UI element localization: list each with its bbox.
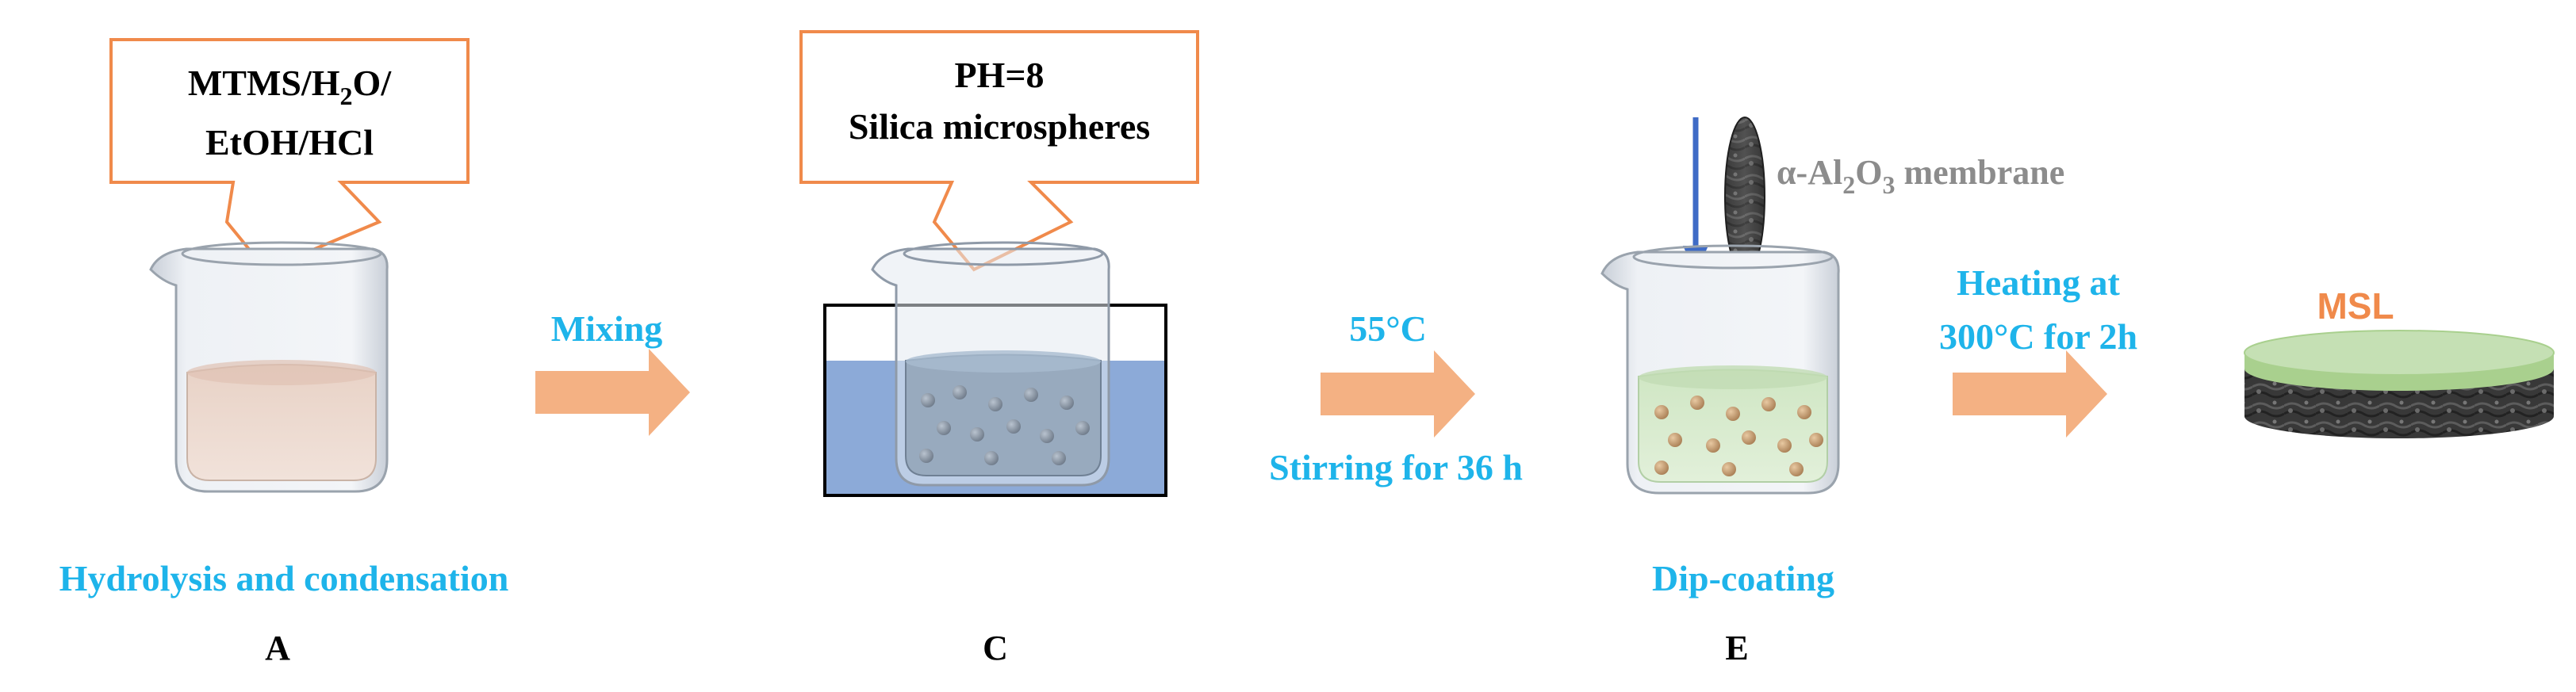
step-a-caption: Hydrolysis and condensation bbox=[59, 558, 509, 598]
membrane-mid: O bbox=[1855, 153, 1882, 192]
process-arrow-2 bbox=[1321, 350, 1475, 438]
beaker-e bbox=[1600, 244, 1840, 495]
product-label: MSL bbox=[2317, 285, 2394, 327]
step-a-reagent-line2: EtOH/HCl bbox=[205, 122, 374, 162]
step-c-letter: C bbox=[983, 629, 1008, 667]
process-arrow-3 bbox=[1953, 350, 2107, 438]
step-e-caption: Dip-coating bbox=[1652, 558, 1834, 598]
arrow-1-label: Mixing bbox=[551, 308, 663, 349]
process-arrow-1 bbox=[535, 349, 690, 436]
beaker-c bbox=[871, 241, 1110, 487]
step-a-reagent-sub: 2 bbox=[340, 82, 353, 110]
membrane-sub-1: 2 bbox=[1842, 170, 1855, 199]
step-e-letter: E bbox=[1725, 629, 1748, 667]
arrow-2-duration: Stirring for 36 h bbox=[1269, 447, 1523, 487]
beaker-a bbox=[149, 241, 389, 493]
svg-text:MTMS/H2O/: MTMS/H2O/ bbox=[188, 63, 392, 110]
step-a-callout: MTMS/H2O/ EtOH/HCl bbox=[109, 38, 470, 272]
silica-particles-c bbox=[919, 385, 1090, 465]
membrane-label: α-Al bbox=[1777, 153, 1842, 192]
arrow-2-temperature: 55°C bbox=[1349, 308, 1427, 349]
svg-text:α-Al2O3 membrane: α-Al2O3 membrane bbox=[1777, 153, 2064, 199]
membrane-tail: membrane bbox=[1895, 153, 2064, 192]
dip-arrow bbox=[1683, 117, 1708, 273]
step-c-condition: PH=8 bbox=[954, 55, 1044, 95]
silica-particles-e bbox=[1654, 396, 1823, 476]
step-a-reagent-line1: MTMS/H bbox=[188, 63, 340, 103]
alumina-membrane bbox=[1724, 117, 1765, 277]
arrow-3-label-line1: Heating at bbox=[1957, 262, 2120, 303]
step-c-callout: PH=8 Silica microspheres bbox=[799, 30, 1199, 272]
step-a-reagent-line1-tail: O/ bbox=[353, 63, 393, 103]
membrane-sub-2: 3 bbox=[1882, 170, 1895, 199]
arrow-3-label-line2: 300°C for 2h bbox=[1939, 316, 2137, 357]
msl-disc bbox=[2244, 330, 2555, 438]
step-c-reagent: Silica microspheres bbox=[849, 106, 1150, 147]
step-a-letter: A bbox=[265, 629, 290, 667]
